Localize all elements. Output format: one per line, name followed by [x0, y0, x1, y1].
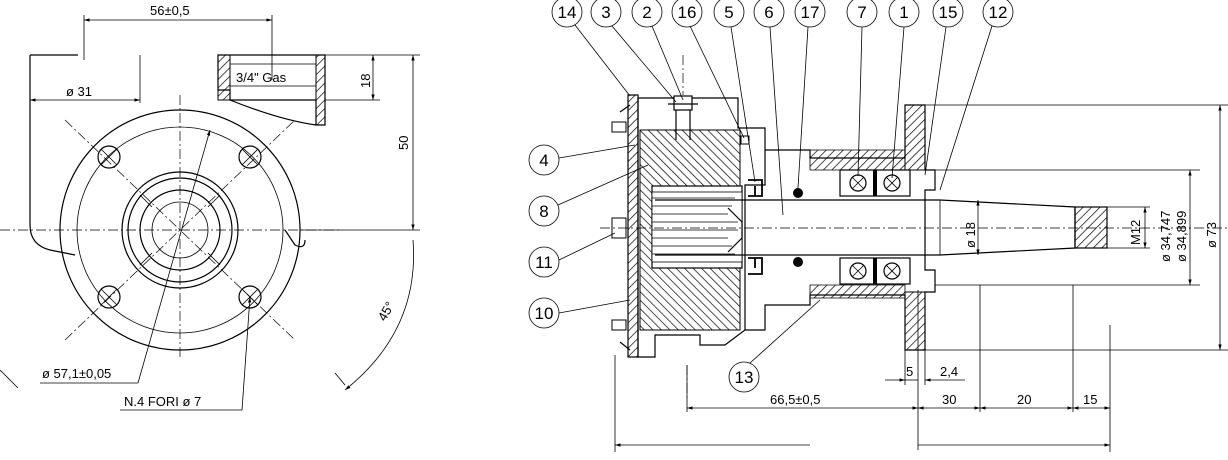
svg-text:5: 5 [724, 3, 733, 22]
svg-text:1: 1 [899, 3, 908, 22]
balloon-11: 11 [528, 232, 616, 278]
svg-text:6: 6 [764, 3, 773, 22]
balloon-1: 1 [888, 0, 920, 179]
bolt-hole [97, 145, 121, 169]
dim-bolt-circle: ø 57,1±0,05 [42, 366, 111, 381]
balloon-2: 2 [631, 0, 684, 101]
svg-text:4: 4 [539, 151, 548, 170]
svg-text:14: 14 [558, 3, 577, 22]
balloon-3: 3 [590, 0, 677, 103]
dim-30: 30 [942, 392, 956, 407]
dim-shaft-18: ø 18 [963, 222, 978, 248]
front-view: 56±0,5 3/4" Gas ø 31 18 50 45° ø 57,1±0,… [0, 3, 420, 411]
dim-dia-31: ø 31 [66, 84, 92, 99]
part-balloons: 14 3 2 16 5 6 17 7 1 15 12 4 8 11 10 13 [528, 0, 1014, 393]
dim-66-5: 66,5±0,5 [770, 392, 821, 407]
svg-text:8: 8 [539, 202, 548, 221]
balloon-15: 15 [924, 0, 964, 176]
svg-text:16: 16 [678, 3, 697, 22]
dim-5: 5 [906, 364, 913, 379]
balloon-13: 13 [728, 299, 821, 393]
balloon-16: 16 [671, 0, 745, 139]
balloon-8: 8 [528, 164, 649, 227]
bolt-hole [97, 285, 121, 309]
section-dimensions: ø 18 M12 ø 34,747 ø 34,899 ø 73 5 2,4 66… [614, 104, 1228, 452]
dim-2-4: 2,4 [940, 364, 958, 379]
balloon-6: 6 [753, 0, 785, 216]
dim-thread: 3/4" Gas [236, 70, 287, 85]
dim-fit-min: ø 34,747 [1158, 211, 1173, 262]
dim-fit-max: ø 34,899 [1174, 211, 1189, 262]
svg-text:17: 17 [801, 3, 820, 22]
section-view [600, 55, 1228, 400]
balloon-5: 5 [713, 0, 756, 183]
svg-text:7: 7 [857, 3, 866, 22]
dim-50: 50 [396, 136, 411, 150]
dim-width-56: 56±0,5 [150, 3, 190, 18]
svg-text:15: 15 [939, 3, 958, 22]
dim-18: 18 [358, 74, 373, 88]
dim-15: 15 [1083, 392, 1097, 407]
balloon-7: 7 [846, 0, 878, 177]
dim-73: ø 73 [1204, 222, 1219, 248]
svg-text:13: 13 [735, 368, 754, 387]
balloon-4: 4 [528, 144, 636, 176]
dim-20: 20 [1017, 392, 1031, 407]
svg-text:12: 12 [989, 3, 1008, 22]
balloon-14: 14 [551, 0, 631, 97]
balloon-17: 17 [794, 0, 826, 189]
svg-text:3: 3 [601, 3, 610, 22]
balloon-10: 10 [528, 297, 631, 329]
svg-text:10: 10 [535, 304, 554, 323]
dim-m12: M12 [1128, 220, 1143, 245]
svg-text:2: 2 [642, 3, 651, 22]
balloon-12: 12 [939, 0, 1014, 191]
dim-angle-45: 45° [375, 299, 398, 324]
bolt-hole [238, 145, 262, 169]
svg-text:11: 11 [535, 253, 553, 272]
holes-note: N.4 FORI ø 7 [124, 394, 201, 409]
